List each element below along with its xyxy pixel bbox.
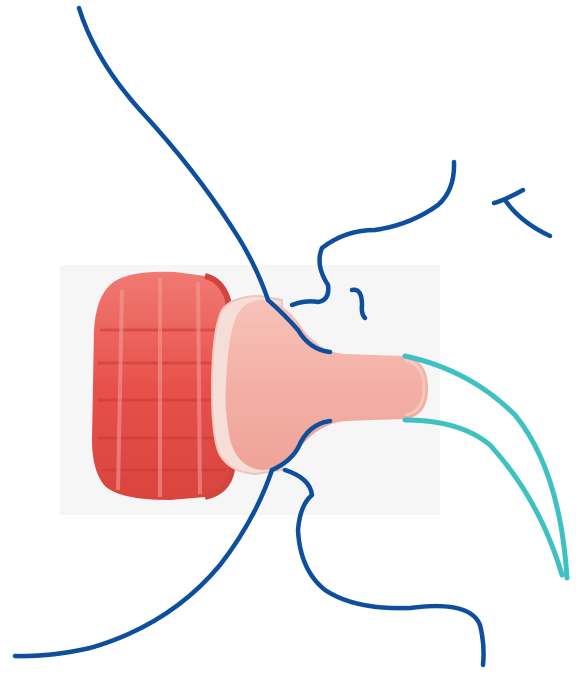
bottle-cap-icon bbox=[92, 272, 232, 500]
